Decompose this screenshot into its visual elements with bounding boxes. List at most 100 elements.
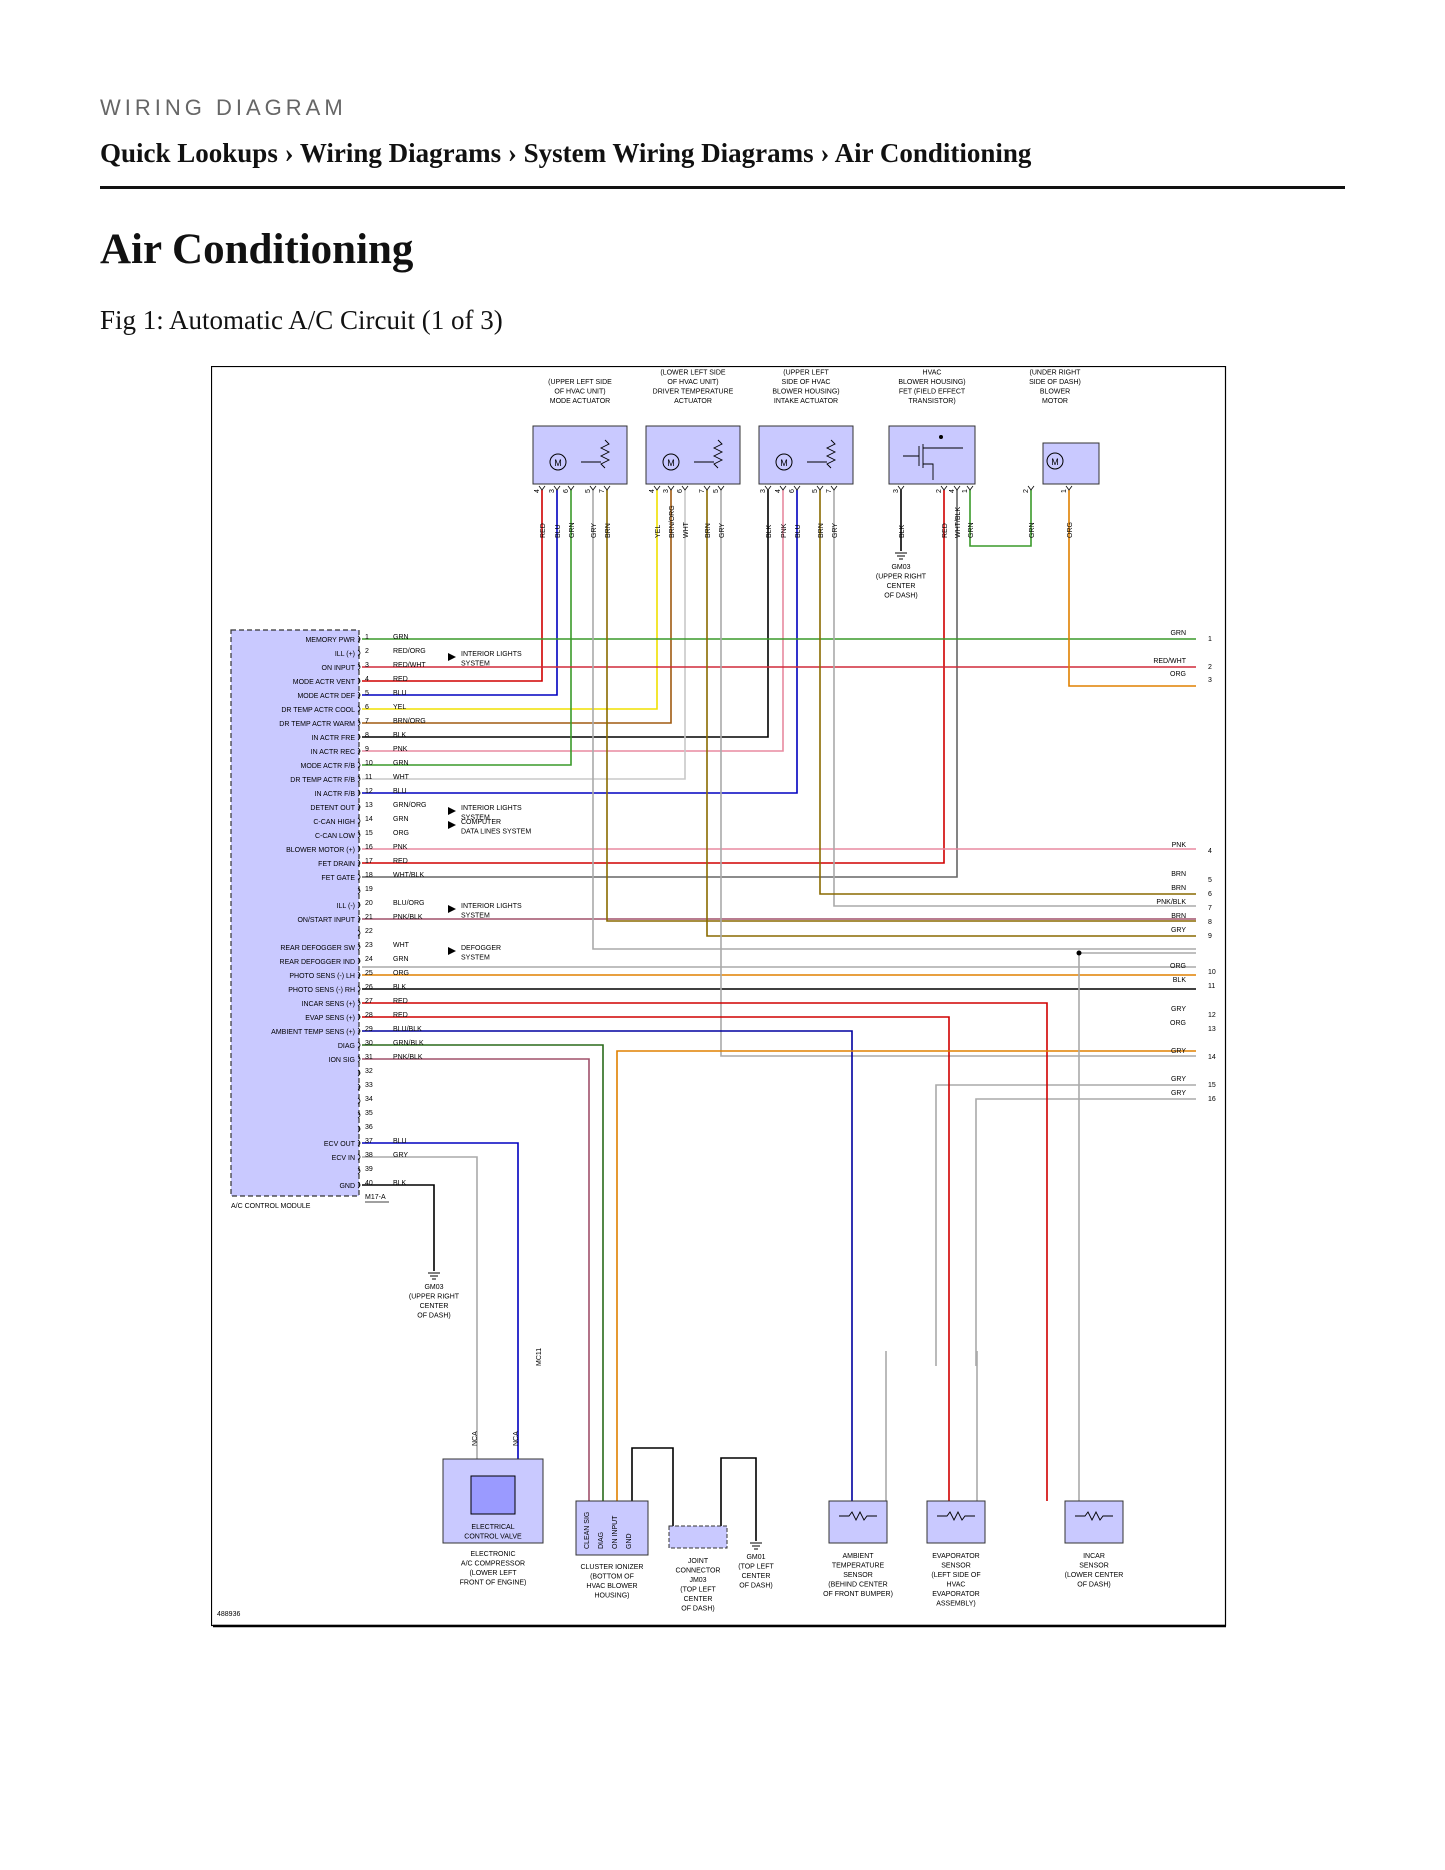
wire-color-label: BLK [766,524,773,538]
continuation-wire-label: GRN [1170,630,1186,637]
component-pin-number: 3 [663,489,670,493]
wire-color-label: GRN/ORG [393,802,426,809]
wire-color-label: BRN [705,523,712,538]
wire-pin-7 [362,490,672,724]
continuation-number: 2 [1208,664,1212,671]
ground-label: GM03 [424,1284,443,1291]
component-body [1042,442,1100,485]
component-caption: OF HVAC UNIT) [554,389,605,396]
wire-fet-blower [969,490,1032,547]
pin-socket [357,747,361,755]
module-pin-number: 24 [365,956,373,963]
pin-terminal [553,485,561,491]
figure-caption: Fig 1: Automatic A/C Circuit (1 of 3) [100,305,503,335]
pin-socket [357,999,361,1007]
module-pin-label: DR TEMP ACTR WARM [279,721,355,728]
wire-color-label: RED/ORG [393,648,426,655]
continuation-wire-label: BRN [1171,871,1186,878]
wire-pin-40 [362,1184,435,1271]
potentiometer-symbol [712,439,724,469]
wire-pin-15 [935,1084,1196,1366]
wire-color-label: BRN [605,523,612,538]
ground-label: GM03 [891,564,910,571]
component-pin-number: 4 [775,489,782,493]
component-caption: (BOTTOM OF [910,366,954,367]
component-pin-number: 7 [599,489,606,493]
wire-pin-11 [362,490,686,780]
continuation-number: 11 [1208,983,1215,990]
component-caption: (LEFT SIDE OF [931,1572,980,1579]
wire-color-label: BLK [393,732,407,739]
pin-socket [357,1055,361,1063]
module-pin-label: MODE ACTR F/B [301,763,356,770]
pin-socket [357,817,361,825]
header-divider [100,186,1345,189]
component-caption: CONNECTOR [676,1568,721,1575]
wire-pin-6 [362,490,658,710]
module-pin-number: 38 [365,1152,373,1159]
module-pin-label: DIAG [338,1043,355,1050]
continuation-number: 9 [1208,933,1212,940]
component-caption: FRONT OF ENGINE) [460,1580,527,1587]
continuation-wire-label: ORG [1170,1020,1186,1027]
component-caption: MOTOR [1042,398,1068,405]
module-pin-label: IN ACTR REC [311,749,355,756]
component-caption: HVAC BLOWER [586,1583,637,1590]
potentiometer-symbol [599,439,611,469]
module-pin-number: 23 [365,942,373,949]
wire-color-label: GRN [393,634,409,641]
component-caption: CENTER [684,1596,713,1603]
component-body [758,425,854,485]
component-caption: EVAPORATOR [932,1553,979,1560]
breadcrumb[interactable]: Quick Lookups › Wiring Diagrams › System… [100,138,1032,168]
continuation-number: 4 [1208,848,1212,855]
pin-terminal [567,485,575,491]
component-caption: HOUSING) [595,1593,630,1600]
continuation-number: 13 [1208,1026,1216,1033]
component-caption: (UNDER RIGHT [1030,370,1082,377]
blower-motor-label: M [1051,457,1059,467]
wire-color-label: RED/WHT [393,662,426,669]
component-caption: (LOWER LEFT [469,1570,517,1577]
wire-color-label: WHT/BLK [393,872,424,879]
pin-terminal [779,485,787,491]
ground-symbol [895,552,907,560]
module-pin-number: 13 [365,802,373,809]
module-pin-label: ILL (+) [335,651,355,658]
wire-color-label: GRN [393,956,409,963]
component-caption: FET (FIELD EFFECT [899,389,966,396]
component-caption: CLUSTER IONIZER [580,1564,643,1571]
wire-pin-29 [362,1030,853,1501]
system-note: DEFOGGER [461,945,501,952]
wire-color-label: GRN [1029,522,1036,538]
wire-color-label: GRN [393,760,409,767]
wire-color-label: BLU [393,1138,407,1145]
wire-color-label: PNK [781,523,788,538]
component-pin-number: 1 [1061,489,1068,493]
component-caption: OF HVAC UNIT) [667,379,718,386]
pin-socket [357,971,361,979]
module-pin-label: MODE ACTR DEF [297,693,355,700]
component-caption: (BOTTOM OF [590,1574,634,1581]
pin-socket [357,915,361,923]
wire-pin-37 [362,1142,519,1476]
pin-terminal [966,485,974,491]
pin-socket [357,691,361,699]
module-pin-number: 31 [365,1054,373,1061]
pin-terminal [940,485,948,491]
component-pin-number: 7 [826,489,833,493]
module-pin-label: AMBIENT TEMP SENS (+) [271,1029,355,1036]
module-pin-number: 32 [365,1068,373,1075]
ionizer-pin-label: ON INPUT [612,1515,619,1549]
ground-label: (UPPER RIGHT [409,1294,460,1301]
module-pin-number: 6 [365,704,369,711]
component-caption: (LOWER LEFT SIDE [660,370,726,377]
ground-label: CENTER [420,1303,449,1310]
module-pin-number: 25 [365,970,373,977]
component-pin-number: 3 [760,489,767,493]
continuation-wire-label: BRN [1171,885,1186,892]
component-caption: A/C COMPRESSOR [461,1561,525,1568]
pin-socket [357,1041,361,1049]
pin-socket [357,831,361,839]
